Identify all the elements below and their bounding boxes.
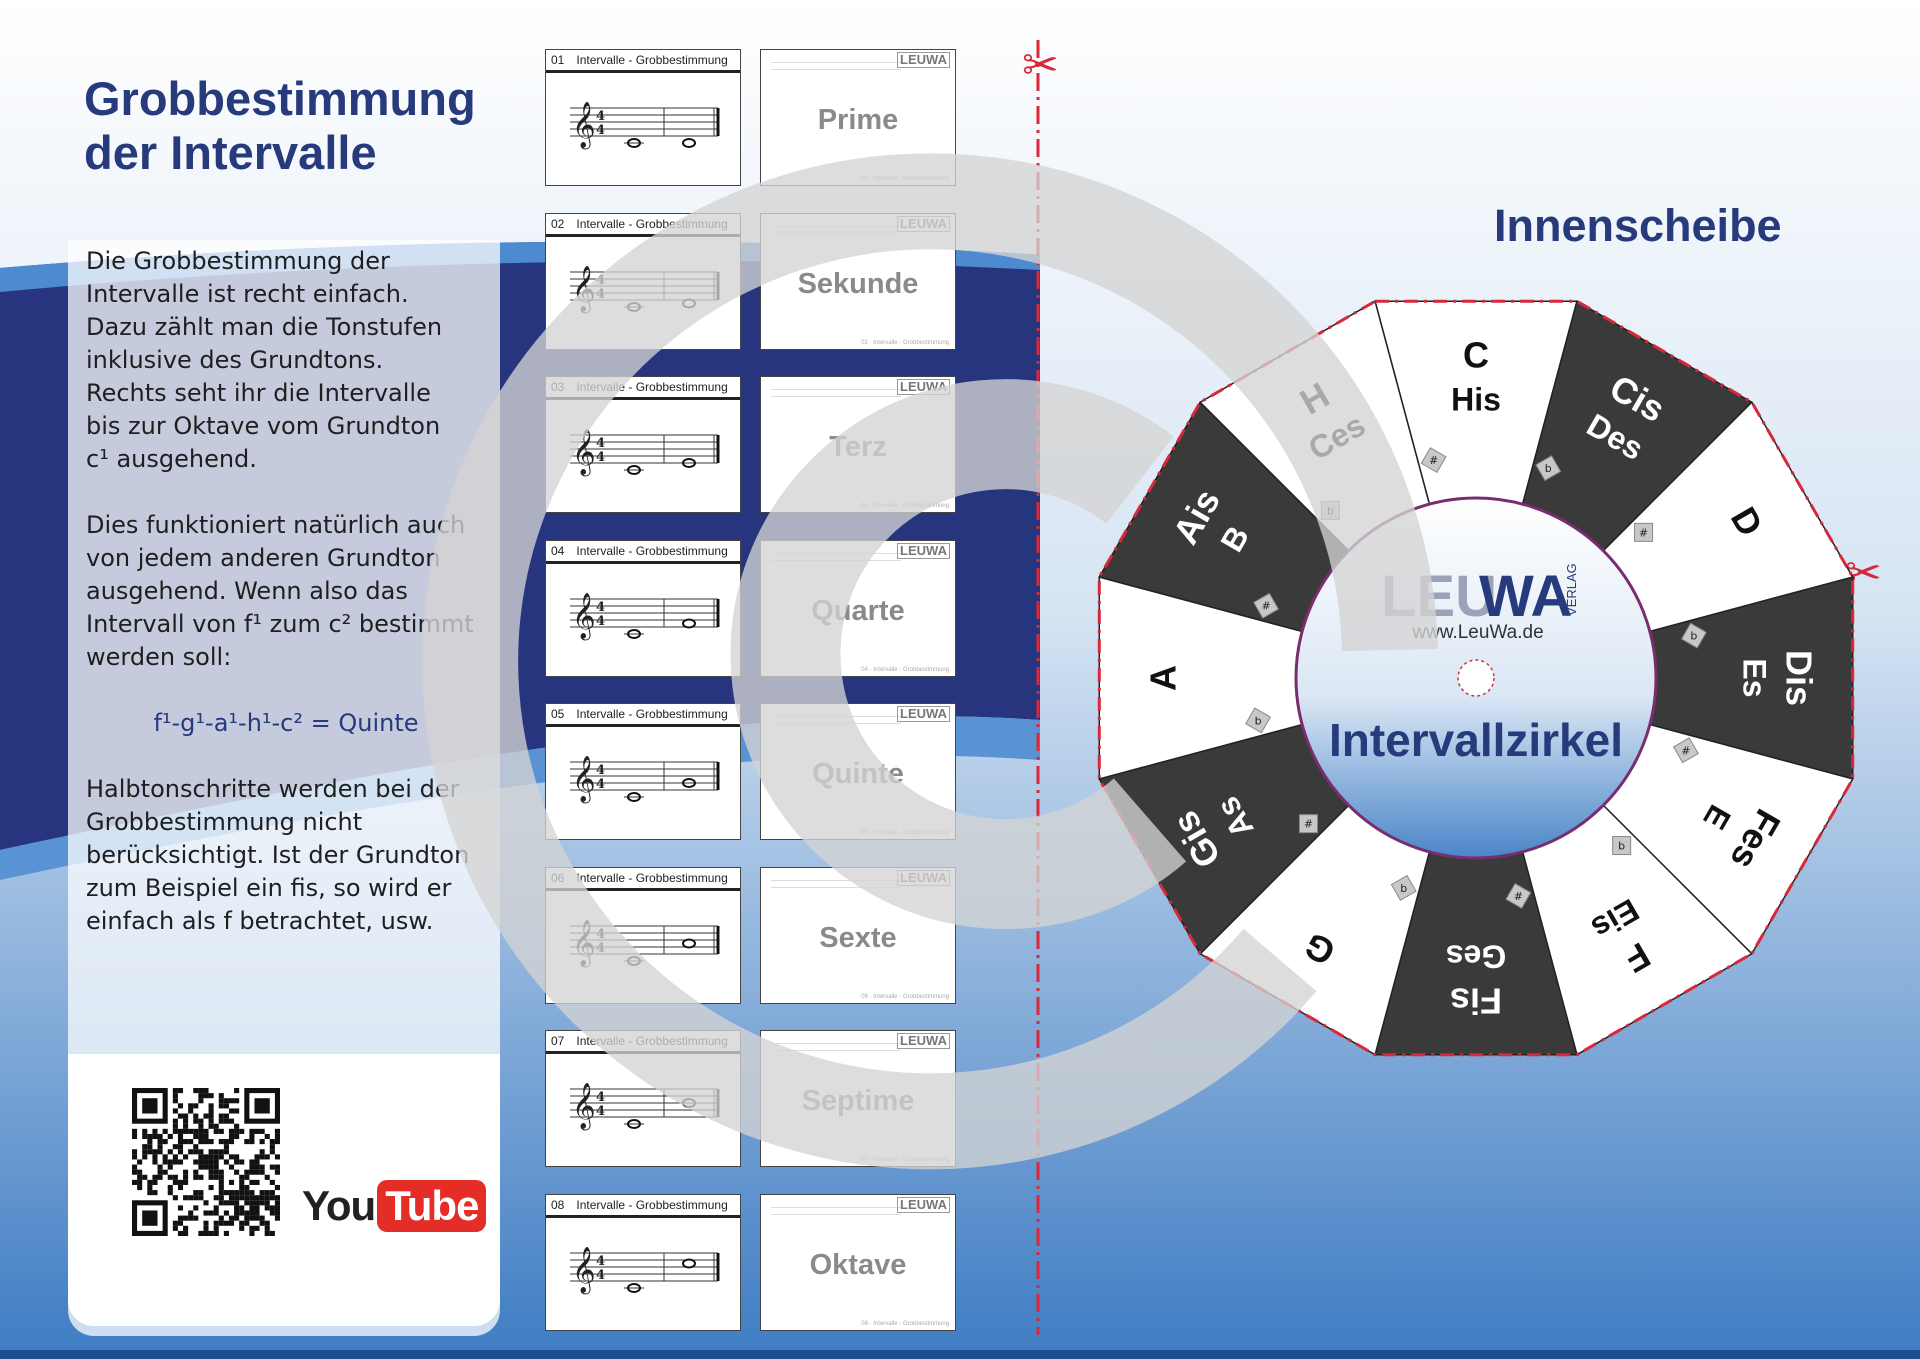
svg-text:#: # <box>1639 526 1648 539</box>
arrow-tab-icon <box>1505 882 1532 909</box>
svg-text:b: b <box>1545 462 1552 475</box>
svg-text:#: # <box>1261 600 1270 613</box>
card-number: 08 <box>551 1198 565 1212</box>
segment-label: C <box>1463 335 1489 376</box>
card-footer: 08 · Intervalle - Grobbestimmung <box>861 1321 949 1327</box>
music-staff: 𝄞44 <box>570 102 720 150</box>
arrow-tab-icon <box>1612 836 1632 856</box>
paragraph-1: Die Grobbestimmung der Intervalle ist re… <box>86 247 443 473</box>
answer-card: LEUWA Oktave 08 · Intervalle - Grobbestimm… <box>760 1194 956 1331</box>
leuwa-logo: LEUWA <box>897 1197 950 1213</box>
note-icon <box>682 138 696 148</box>
interval-name: Prime <box>817 104 899 136</box>
segment-label: A <box>1143 665 1184 691</box>
paragraph-2: Dies funktioniert natürlich auch von jed… <box>86 511 474 671</box>
svg-text:#: # <box>1304 818 1313 831</box>
page-title: Grobbestimmung der Intervalle <box>84 72 476 179</box>
inner-disc-heading: Innenscheibe <box>1494 200 1782 251</box>
svg-text:#: # <box>1681 744 1690 757</box>
svg-text:4: 4 <box>596 109 605 124</box>
card-header: 01 Intervalle - Grobbestimmung <box>546 50 740 73</box>
svg-text:4: 4 <box>596 1268 605 1283</box>
card-number: 01 <box>551 53 565 67</box>
center-logo-wa: WA <box>1479 564 1572 629</box>
arrow-tab-icon <box>1680 622 1707 649</box>
svg-text:4: 4 <box>596 1254 605 1269</box>
interval-name: Oktave <box>809 1249 907 1281</box>
center-url: www.LeuWa.de <box>1411 622 1543 643</box>
card-header: 08 Intervalle - Grobbestimmung <box>546 1195 740 1218</box>
wheel-cut-outline <box>1097 299 1855 1057</box>
svg-text:b: b <box>1400 882 1407 895</box>
svg-text:b: b <box>1255 714 1262 727</box>
center-hole <box>1457 659 1495 697</box>
youtube-logo[interactable]: You Tube <box>302 1180 487 1232</box>
interval-formula: f¹-g¹-a¹-h¹-c² = Quinte <box>153 709 419 737</box>
leuwa-logo: LEUWA <box>897 52 950 68</box>
youtube-logo-you: You <box>302 1182 376 1229</box>
segment-label: Es <box>1737 658 1773 697</box>
music-staff: 𝄞44 <box>570 1247 720 1295</box>
scissors-icon: ✂ <box>1022 40 1059 91</box>
segment-label: Fis <box>1450 980 1502 1021</box>
arrow-tab-icon <box>1535 455 1562 482</box>
note-icon <box>627 1283 641 1293</box>
center-title: Intervallzirkel <box>1329 714 1623 766</box>
note-icon <box>682 1258 696 1269</box>
arrow-tab-icon <box>1634 522 1654 542</box>
center-logo-verlag: VERLAG <box>1564 563 1579 616</box>
segment-label: His <box>1451 381 1501 417</box>
treble-clef-icon: 𝄞 <box>572 1247 596 1295</box>
explanation-text: Die Grobbestimmung der Intervalle ist re… <box>86 245 486 938</box>
note-icon <box>627 138 641 148</box>
svg-text:b: b <box>1690 630 1697 643</box>
svg-text:b: b <box>1327 504 1334 517</box>
svg-text:#: # <box>1429 454 1438 467</box>
arrow-tab-icon <box>1672 737 1699 764</box>
youtube-logo-tube: Tube <box>377 1180 487 1232</box>
svg-text:#: # <box>1514 890 1523 903</box>
svg-text:4: 4 <box>596 123 605 138</box>
svg-text:b: b <box>1618 840 1625 853</box>
qr-code-icon[interactable] <box>132 1088 280 1236</box>
treble-clef-icon: 𝄞 <box>572 102 596 150</box>
paragraph-3: Halbtonschritte werden bei der Grobbesti… <box>86 775 470 935</box>
segment-label: Ges <box>1446 939 1506 975</box>
card-title: Intervalle - Grobbestimmung <box>576 1198 728 1212</box>
segment-label: Dis <box>1778 650 1819 706</box>
card-title: Intervalle - Grobbestimmung <box>576 53 728 67</box>
